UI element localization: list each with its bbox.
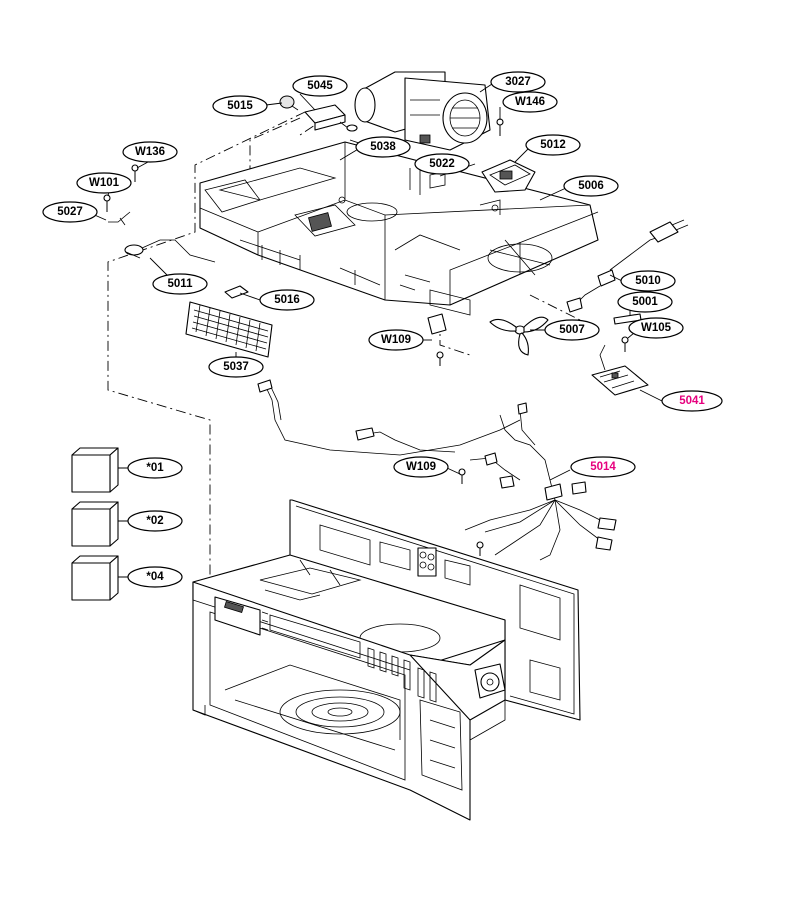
svg-text:5014: 5014 — [590, 461, 616, 473]
svg-text:3027: 3027 — [505, 76, 531, 88]
callout-w105: W105 — [628, 317, 684, 339]
lamp-5015 — [279, 95, 299, 111]
screws — [103, 118, 629, 556]
svg-text:W101: W101 — [89, 177, 120, 189]
svg-text:*01: *01 — [146, 462, 164, 474]
callout-w101: W101 — [76, 172, 132, 194]
callout-5045: 5045 — [292, 75, 348, 97]
part-5012 — [481, 159, 536, 193]
svg-text:5045: 5045 — [307, 80, 333, 92]
callout-5001: 5001 — [617, 291, 673, 313]
filter-5037 — [185, 301, 273, 358]
callout-5022: 5022 — [414, 153, 470, 175]
callout-w109-lower: W109 — [393, 456, 449, 478]
callout-5010: 5010 — [620, 270, 676, 292]
callout-5012: 5012 — [525, 134, 581, 156]
callout-5014: 5014 — [570, 456, 636, 478]
oven-cavity — [192, 499, 581, 821]
thermostat-5011 — [108, 211, 216, 263]
callout-w136: W136 — [122, 141, 178, 163]
power-cord-5010 — [566, 219, 689, 313]
svg-text:5010: 5010 — [635, 275, 661, 287]
blower-motor-3027 — [354, 71, 491, 151]
callout-5006: 5006 — [563, 175, 619, 197]
callout-04: *04 — [127, 566, 183, 588]
svg-text:5041: 5041 — [679, 395, 705, 407]
svg-text:W109: W109 — [406, 461, 436, 473]
svg-text:W136: W136 — [135, 146, 165, 158]
svg-text:5006: 5006 — [578, 180, 604, 192]
callout-5011: 5011 — [152, 273, 208, 295]
callout-3027: 3027 — [490, 71, 546, 93]
svg-text:5016: 5016 — [274, 294, 300, 306]
lamp-bracket-5045 — [304, 104, 358, 132]
svg-text:5027: 5027 — [57, 206, 83, 218]
part-5016 — [224, 285, 249, 299]
svg-text:W109: W109 — [381, 334, 411, 346]
svg-text:W146: W146 — [515, 96, 545, 108]
callout-5027: 5027 — [42, 201, 98, 223]
kit-box-02 — [71, 501, 119, 547]
kit-box-04 — [71, 555, 119, 601]
svg-text:5037: 5037 — [223, 361, 249, 373]
svg-text:5022: 5022 — [429, 158, 455, 170]
svg-text:5001: 5001 — [632, 296, 658, 308]
circuit-board-5041 — [591, 344, 649, 396]
svg-text:*02: *02 — [146, 515, 163, 527]
callout-5015: 5015 — [212, 95, 268, 117]
svg-text:W105: W105 — [641, 322, 672, 334]
callout-w109-upper: W109 — [368, 329, 424, 351]
svg-text:5012: 5012 — [540, 139, 566, 151]
callout-5038: 5038 — [355, 136, 411, 158]
top-housing-5006 — [199, 141, 599, 316]
callout-5041: 5041 — [661, 390, 723, 412]
fan-5007 — [427, 313, 549, 356]
svg-text:5038: 5038 — [370, 141, 396, 153]
kit-box-01 — [71, 447, 119, 493]
wire-harness-5014 — [257, 379, 617, 561]
callout-01: *01 — [127, 457, 183, 479]
callout-5016: 5016 — [259, 289, 315, 311]
callout-02: *02 — [127, 510, 183, 532]
callout-5007: 5007 — [544, 319, 600, 341]
svg-text:*04: *04 — [146, 571, 164, 583]
svg-text:5007: 5007 — [559, 324, 585, 336]
svg-text:5011: 5011 — [168, 278, 194, 290]
svg-text:5015: 5015 — [227, 100, 253, 112]
callout-w146: W146 — [502, 91, 558, 113]
callout-5037: 5037 — [208, 356, 264, 378]
